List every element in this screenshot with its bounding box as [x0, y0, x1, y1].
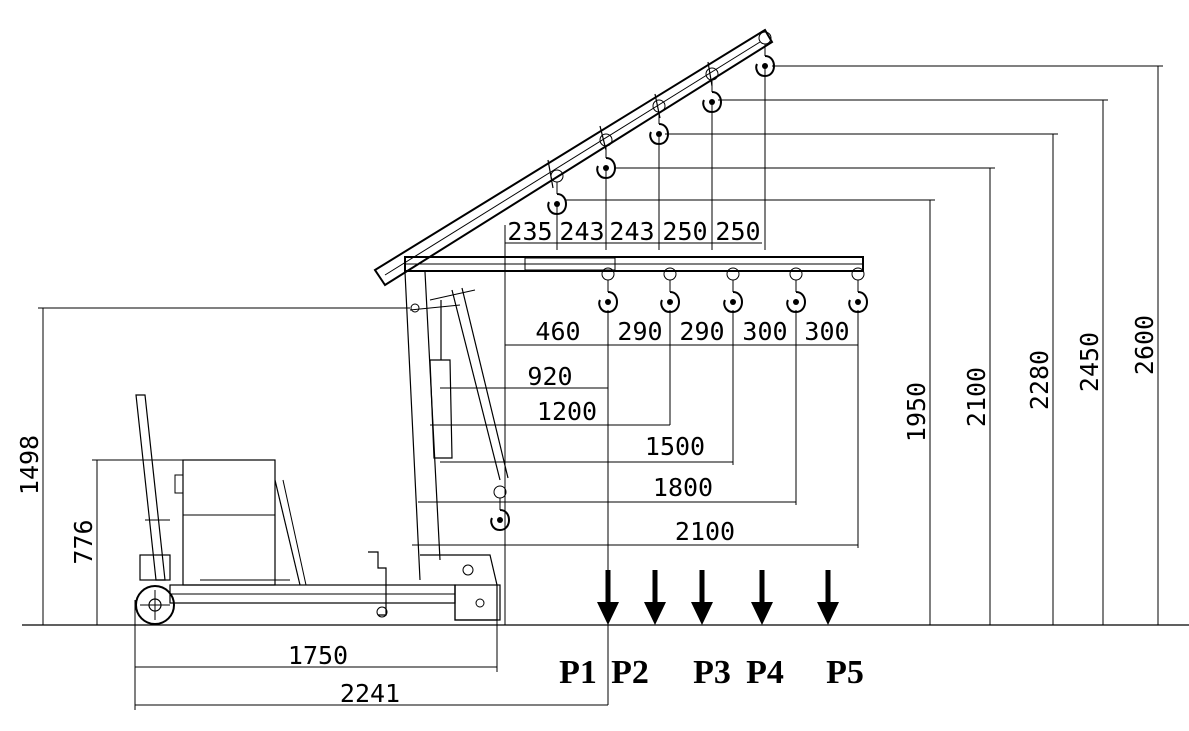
height-1950: 1950 [902, 382, 931, 442]
reach-920: 920 [527, 362, 572, 391]
reach-1800: 1800 [653, 473, 713, 502]
crane-structure [135, 271, 510, 625]
boom-spacing-dimensions: 460 290 290 300 300 [505, 310, 859, 705]
top-spacing-3: 243 [609, 217, 654, 246]
horizontal-boom [404, 256, 868, 313]
height-1498: 1498 [15, 435, 44, 495]
load-arrow-p5 [817, 570, 839, 625]
reach-1200: 1200 [537, 397, 597, 426]
length-2241: 2241 [340, 679, 400, 708]
label-p4: P4 [746, 654, 784, 691]
reach-1500: 1500 [645, 432, 705, 461]
load-arrow-p4 [751, 570, 773, 625]
boom-spacing-2: 290 [617, 317, 662, 346]
boom-spacing-5: 300 [804, 317, 849, 346]
height-776: 776 [69, 519, 98, 564]
angled-arm [373, 28, 775, 287]
height-2280: 2280 [1025, 350, 1054, 410]
reach-2100: 2100 [675, 517, 735, 546]
top-spacing-4: 250 [662, 217, 707, 246]
height-2450: 2450 [1075, 332, 1104, 392]
length-dimensions: 1750 2241 [134, 600, 608, 710]
height-2600: 2600 [1130, 315, 1159, 375]
boom-spacing-3: 290 [679, 317, 724, 346]
top-arm-spacing-dimensions: 235 243 243 250 250 [504, 66, 766, 625]
top-spacing-1: 235 [507, 217, 552, 246]
length-1750: 1750 [288, 641, 348, 670]
top-spacing-2: 243 [559, 217, 604, 246]
label-p5: P5 [826, 654, 864, 691]
label-p3: P3 [693, 654, 731, 691]
hook-height-dimensions: 1950 2100 2280 2450 2600 [565, 65, 1163, 625]
top-spacing-5: 250 [715, 217, 760, 246]
load-arrows: P1 P2 P3 P4 P5 [559, 570, 864, 691]
boom-spacing-4: 300 [742, 317, 787, 346]
load-arrow-p3 [691, 570, 713, 625]
label-p1: P1 [559, 654, 597, 691]
left-height-dimensions: 1498 776 [15, 307, 410, 625]
height-2100: 2100 [962, 367, 991, 427]
boom-spacing-1: 460 [535, 317, 580, 346]
label-p2: P2 [611, 654, 649, 691]
load-arrow-p2 [644, 570, 666, 625]
horizontal-reach-dimensions: 920 1200 1500 1800 2100 [412, 362, 858, 546]
load-arrow-p1 [597, 570, 619, 625]
